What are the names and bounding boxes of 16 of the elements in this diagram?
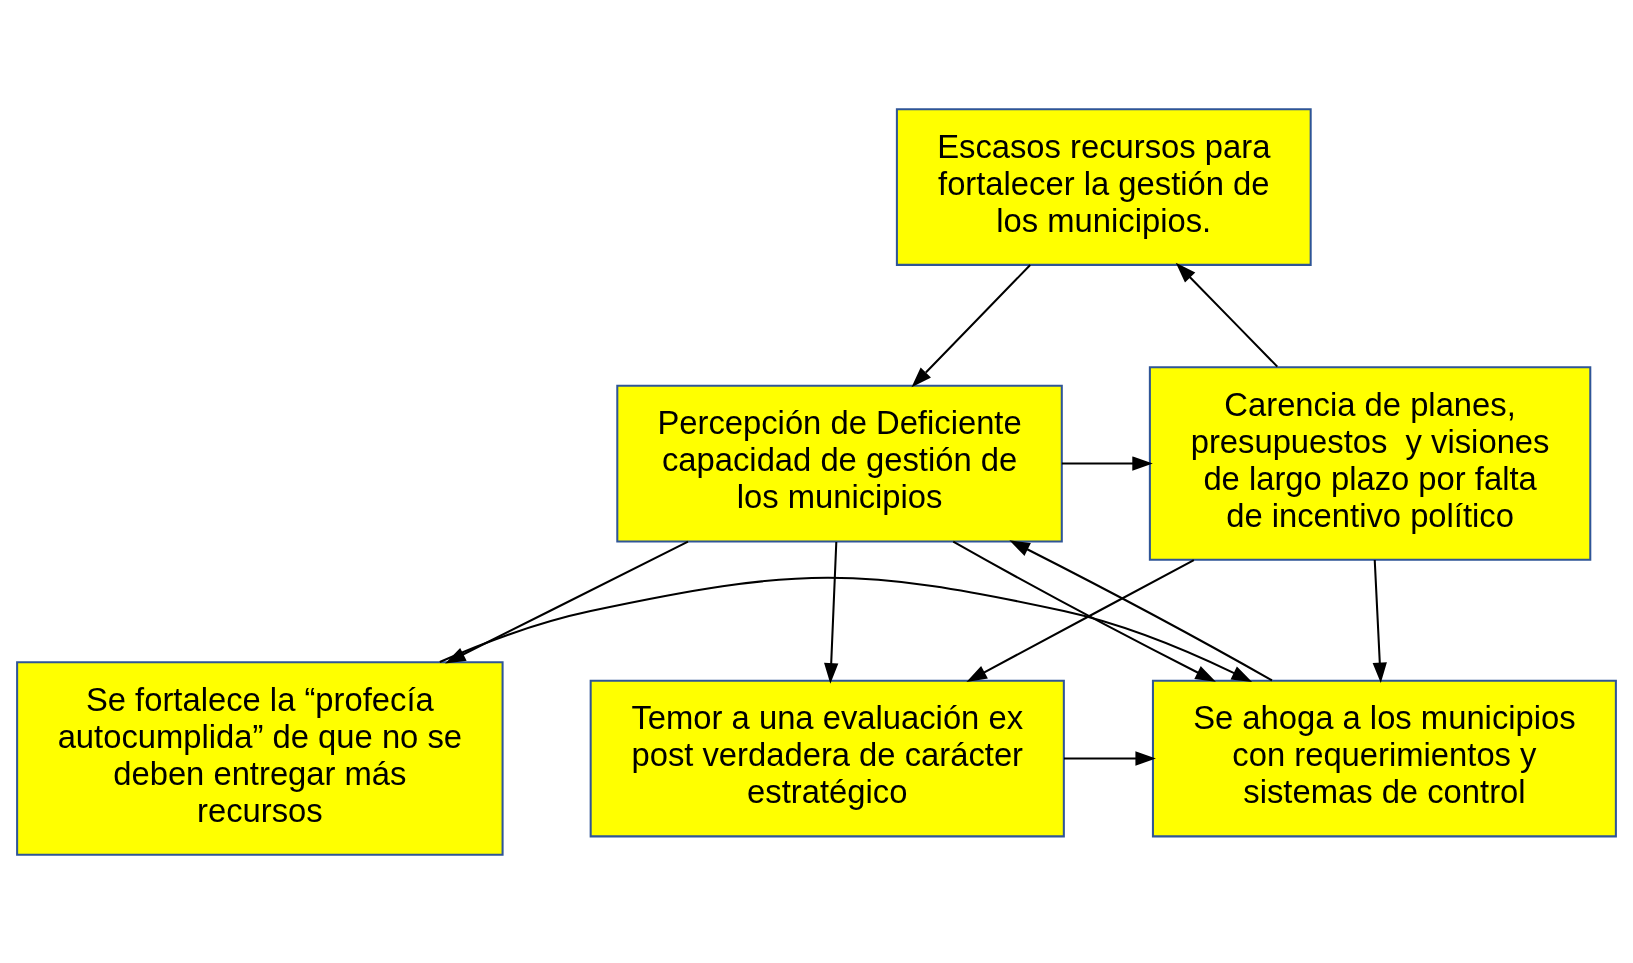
arrow bbox=[1009, 539, 1273, 681]
node-box: Se ahoga a los municipios con requerimientos y sistemas de control bbox=[1151, 679, 1617, 837]
arrow bbox=[824, 541, 839, 684]
arrow bbox=[911, 263, 1031, 387]
arrow bbox=[1063, 750, 1156, 766]
node-box: Escasos recursos para fortalecer la gestión de los municipios. bbox=[895, 107, 1312, 266]
node-box: Percepción de Deficiente capacidad de gestión de los municipios bbox=[616, 384, 1063, 542]
arrow bbox=[952, 540, 1216, 682]
node-box: Carencia de planes, presupuestos y visiones de largo plazo por falta de incentivo político bbox=[1148, 365, 1592, 561]
node-box: Temor a una evaluación ex post verdadera de carácter estratégico bbox=[589, 679, 1065, 837]
arrow bbox=[1175, 262, 1278, 367]
arrow bbox=[439, 576, 1253, 682]
arrow bbox=[1061, 455, 1153, 471]
arrow bbox=[966, 558, 1195, 682]
arrow bbox=[1372, 559, 1387, 683]
node-box: Se fortalece la “profecía autocumplida” de que no se deben entregar más recursos bbox=[16, 660, 504, 856]
